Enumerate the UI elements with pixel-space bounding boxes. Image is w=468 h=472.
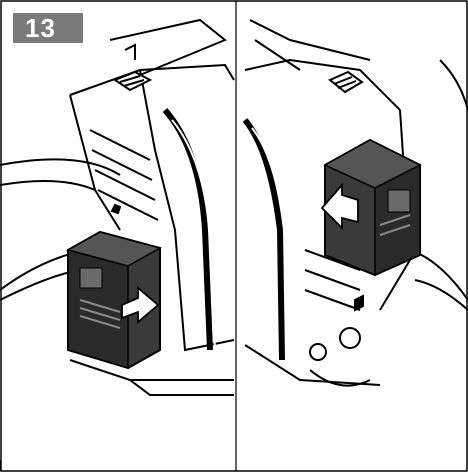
right-arrow-icon bbox=[121, 286, 160, 324]
battery-pack-right bbox=[323, 138, 422, 277]
battery-pack-left bbox=[66, 230, 162, 370]
panel-right bbox=[234, 0, 468, 472]
panel-left bbox=[0, 0, 234, 472]
left-arrow-icon bbox=[320, 182, 359, 231]
step-number-badge: 13 bbox=[13, 13, 83, 43]
